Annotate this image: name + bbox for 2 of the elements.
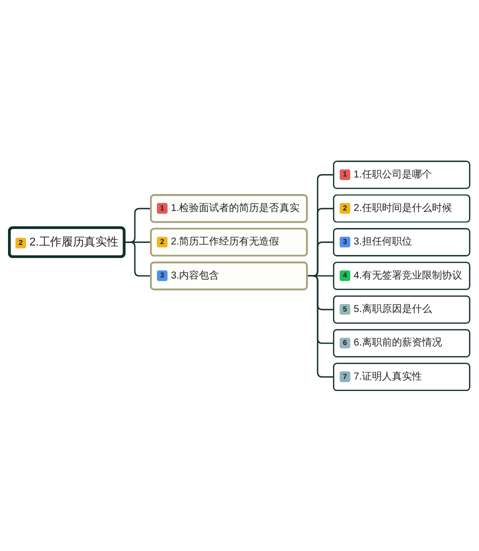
connector	[124, 241, 151, 276]
connector	[306, 274, 334, 378]
